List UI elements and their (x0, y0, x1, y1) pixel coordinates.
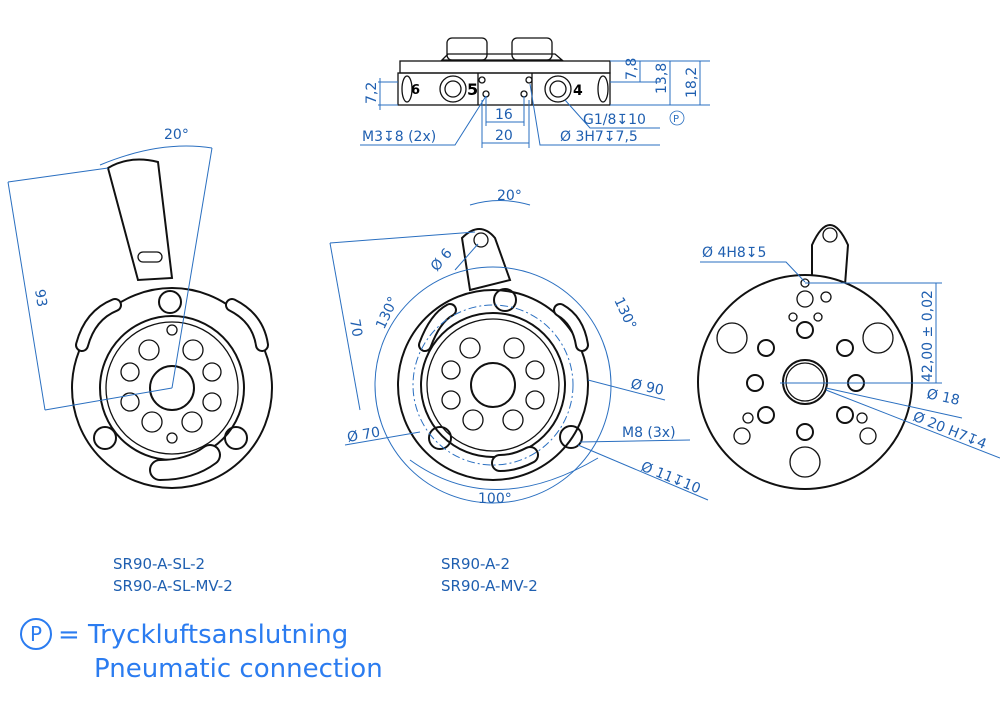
d70-label: Ø 70 (346, 424, 382, 446)
pneumatic-symbol (669, 110, 685, 126)
port-label-5: 5 (467, 80, 478, 99)
dim-13-8: 13,8 (654, 63, 670, 94)
right-rear-view: Ø 4H8↧5 42,00 ± 0,02 Ø 18 Ø 20 H7↧4 (697, 224, 1000, 490)
angle-130-left: 130° (373, 294, 402, 331)
middle-angle-20: 20° (497, 188, 522, 204)
port-label-6: 6 (411, 83, 420, 98)
dim-16: 16 (495, 107, 513, 123)
model-sr90-a-sl-mv-2: SR90-A-SL-MV-2 (113, 577, 233, 595)
d4-pin-hole-label: Ø 4H8↧5 (702, 245, 766, 261)
model-sr90-a-mv-2: SR90-A-MV-2 (441, 577, 538, 595)
g18-port-label: G1/8↧10 (583, 112, 646, 128)
tab-hole-d6: Ø 6 (428, 246, 456, 275)
pin-hole-label: Ø 3H7↧7,5 (560, 129, 638, 145)
m3-thread-label: M3↧8 (2x) (362, 129, 436, 145)
dist-42-label: 42,00 ± 0,02 (920, 290, 936, 382)
model-sr90-a-2: SR90-A-2 (441, 555, 511, 573)
port-label-4: 4 (573, 83, 583, 99)
dim-7-2: 7,2 (364, 82, 380, 104)
angle-130-right: 130° (610, 295, 639, 332)
left-front-view: 20° 93 (7, 127, 273, 489)
d11-counterbore-label: Ø 11↧10 (639, 459, 703, 497)
left-length-93: 93 (31, 288, 50, 308)
dim-7-8: 7,8 (624, 58, 640, 80)
d90-label: Ø 90 (629, 376, 665, 399)
left-angle-20: 20° (164, 127, 189, 143)
angle-100: 100° (478, 491, 512, 507)
middle-length-70: 70 (346, 318, 365, 338)
middle-front-view: 20° Ø 6 70 130° 130° Ø 90 Ø 70 M8 (3x) Ø… (329, 188, 709, 507)
caption-left: SR90-A-SL-2 SR90-A-SL-MV-2 (113, 553, 233, 597)
caption-middle: SR90-A-2 SR90-A-MV-2 (441, 553, 538, 597)
d18-label: Ø 18 (925, 386, 961, 409)
legend-english: Pneumatic connection (94, 654, 383, 684)
legend: P= Tryckluftsanslutning Pneumatic connec… (20, 618, 383, 686)
dim-18-2: 18,2 (684, 67, 700, 98)
legend-swedish: = Tryckluftsanslutning (58, 620, 349, 650)
dim-20: 20 (495, 128, 513, 144)
top-side-view: 6 5 4 7,2 7,8 13,8 18,2 16 20 M3↧8 (2x) … (360, 37, 710, 148)
m8-thread-label: M8 (3x) (622, 425, 676, 441)
model-sr90-a-sl-2: SR90-A-SL-2 (113, 555, 206, 573)
pneumatic-symbol-letter: P (673, 114, 679, 125)
pneumatic-legend-symbol: P (20, 618, 52, 650)
